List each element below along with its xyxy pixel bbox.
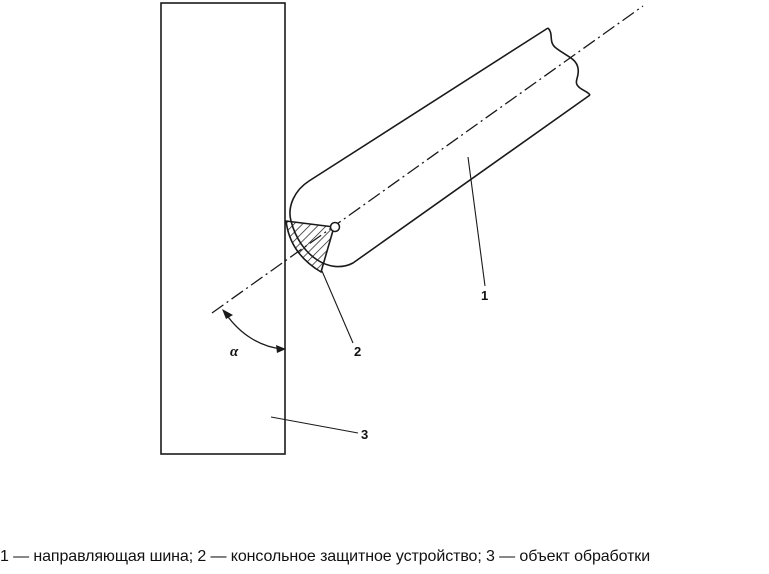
figure-caption: 1 — направляющая шина; 2 — консольное за… [0, 548, 651, 565]
pivot-point [329, 221, 341, 233]
guard-hatched [285, 220, 336, 274]
callout-label-1: 1 [481, 288, 488, 303]
leader-line-2 [321, 270, 354, 344]
callout-label-2: 2 [354, 344, 361, 359]
angle-arrowhead-top [222, 309, 233, 319]
centerline [211, 5, 644, 314]
guide-bar-outline [289, 27, 549, 222]
angle-alpha-label: α [230, 344, 239, 360]
guide-bar-break-line [547, 27, 591, 96]
leader-line-1 [467, 156, 486, 287]
leader-line-3 [270, 416, 359, 434]
angle-arrowhead-right [276, 345, 286, 353]
workpiece-rect [160, 2, 286, 455]
guide-bar-tip-arc [290, 94, 591, 268]
callout-label-3: 3 [361, 427, 368, 442]
